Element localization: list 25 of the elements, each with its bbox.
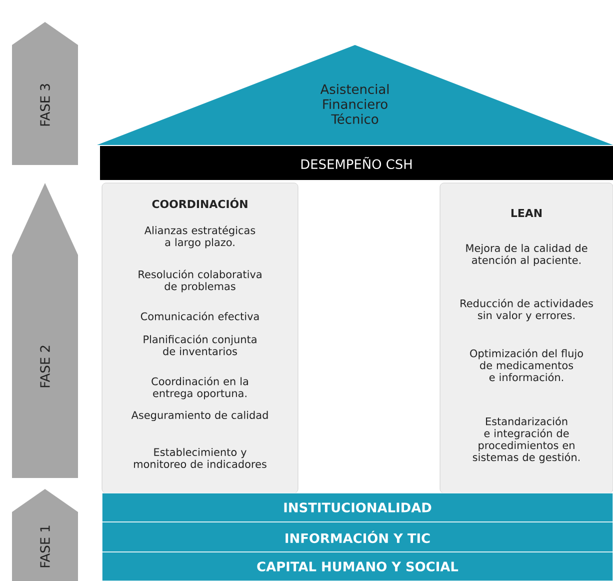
list-item: Comunicación efectiva [140,312,259,320]
pillar-box [440,182,613,494]
foundation-band: CAPITAL HUMANO Y SOCIAL [102,552,613,581]
node-label: INSTITUCIONALIDAD [284,502,432,512]
foundation-band: INFORMACIÓN Y TIC [102,522,613,552]
pillar-box [102,182,298,494]
list-item: Coordinación en la entrega oportuna. [152,376,248,400]
list-item: Alianzas estratégicas a largo plazo. [144,226,256,248]
list-item: Resolución colaborativa de problemas [138,270,262,292]
foundation-band: INSTITUCIONALIDAD [102,492,613,522]
roof-triangle: Asistencial Financiero Técnico [97,45,613,145]
phase-block: FASE 3 [12,22,78,165]
list-item: Planificación conjunta de inventarios [144,334,256,356]
list-item: Mejora de la calidad de atención al paciente. [466,244,588,266]
phase-block: FASE 1 [12,488,78,581]
title-bar: DESEMPEÑO CSH [100,146,613,180]
list-item: Establecimiento y monitoreo de indicadores [134,448,266,468]
phase-block: FASE 2 [12,182,78,478]
list-item: Reducción de actividades sin valor y errores. [460,298,593,322]
list-item: Estandarización e integración de procedimientos en sistemas de gestión. [472,416,580,464]
pillar-heading: LEAN [511,209,542,217]
list-item: Optimización del flujo de medicamentos e información. [470,348,583,382]
node-label: INFORMACIÓN Y TIC [286,530,430,544]
pillar-heading: COORDINACIÓN [152,198,248,208]
list-item: Aseguramiento de calidad [131,410,268,422]
